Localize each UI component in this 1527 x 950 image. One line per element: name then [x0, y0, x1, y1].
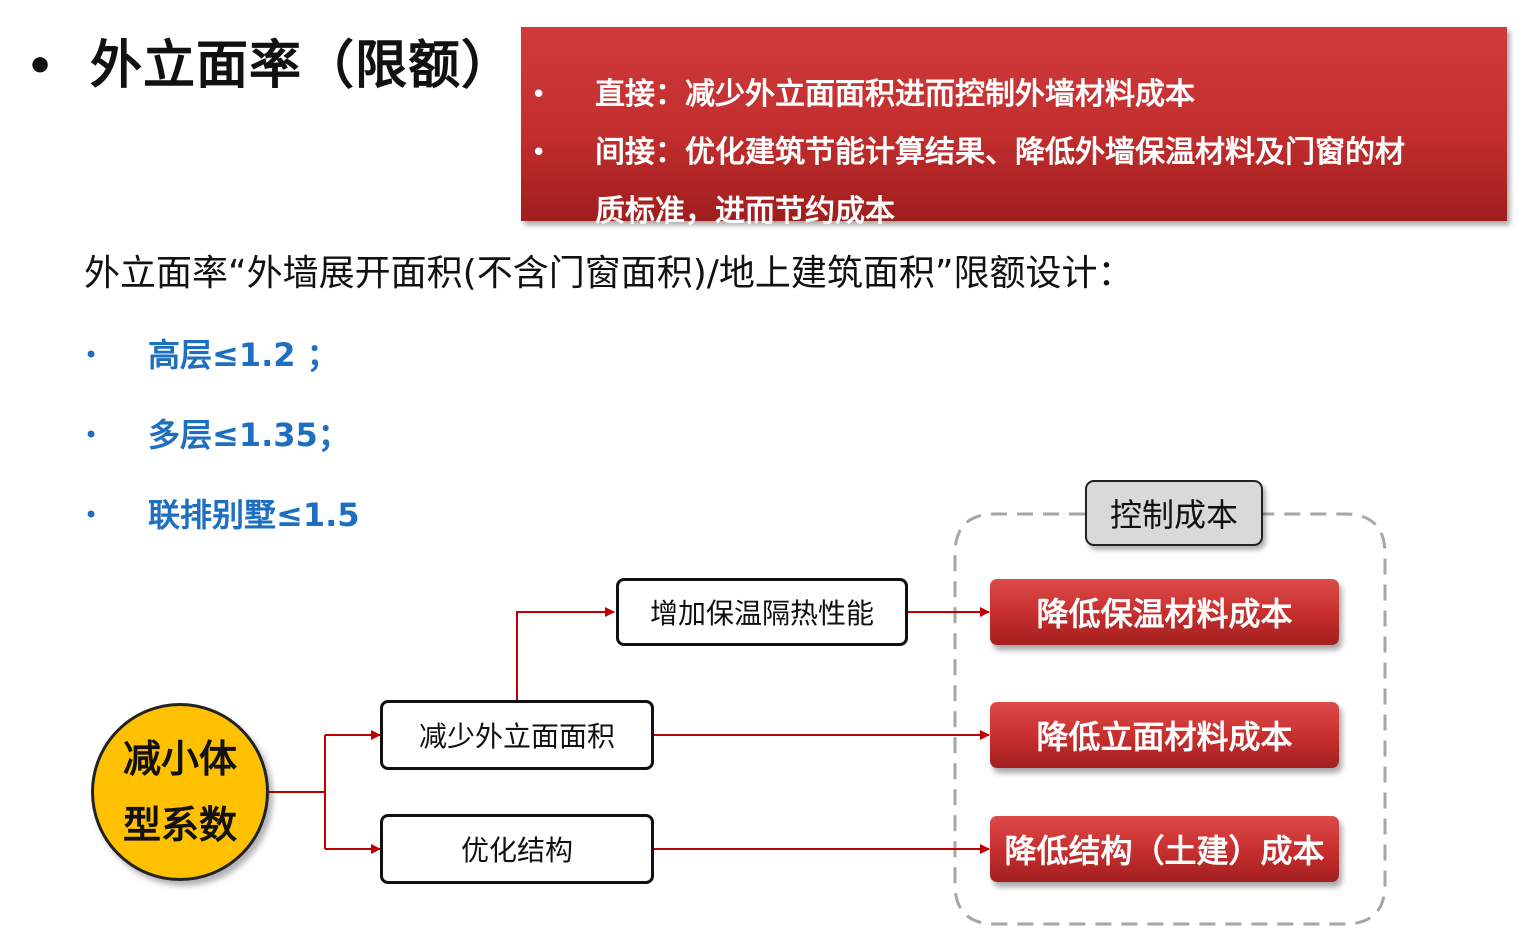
- title-bullet: •: [26, 41, 55, 92]
- root-node-line1: 减小体: [122, 737, 237, 781]
- limit-description: 外立面率“外墙展开面积(不含门窗面积)/地上建筑面积”限额设计：: [84, 253, 1134, 294]
- root-node-line2: 型系数: [122, 803, 237, 847]
- outcome-insulation-cost: 降低保温材料成本: [990, 579, 1339, 645]
- bullet-icon: •: [531, 138, 547, 168]
- limit-item-text: 高层≤1.2 ；: [148, 336, 339, 374]
- outcome-structure-cost: 降低结构（土建）成本: [990, 816, 1339, 882]
- control-cost-label: 控制成本: [1085, 480, 1263, 546]
- bullet-icon: •: [84, 421, 99, 449]
- outcome-facade-cost: 降低立面材料成本: [990, 702, 1339, 768]
- bullet-icon: •: [84, 341, 99, 369]
- limit-item-text: 联排别墅≤1.5: [148, 496, 360, 534]
- node-reduce-facade: 减少外立面面积: [380, 700, 654, 770]
- root-node-circle: 减小体 型系数: [91, 703, 269, 881]
- node-insulation: 增加保温隔热性能: [616, 578, 908, 646]
- limit-item-text: 多层≤1.35；: [148, 416, 350, 454]
- callout-direct-text: 直接：减少外立面面积进而控制外墙材料成本: [595, 77, 1195, 112]
- control-cost-group-border: [953, 512, 1387, 926]
- callout-indirect-text: 间接：优化建筑节能计算结果、降低外墙保温材料及门窗的材: [595, 135, 1405, 170]
- page-title: 外立面率（限额）: [90, 36, 515, 96]
- bullet-icon: •: [84, 501, 99, 529]
- node-optimize-structure: 优化结构: [380, 814, 654, 884]
- callout-box: • 直接：减少外立面面积进而控制外墙材料成本 • 间接：优化建筑节能计算结果、降…: [521, 27, 1507, 229]
- bullet-icon: •: [531, 80, 547, 110]
- callout-indirect-text-cont: 质标准，进而节约成本: [595, 194, 895, 229]
- arrow-to-insulation: [516, 607, 615, 700]
